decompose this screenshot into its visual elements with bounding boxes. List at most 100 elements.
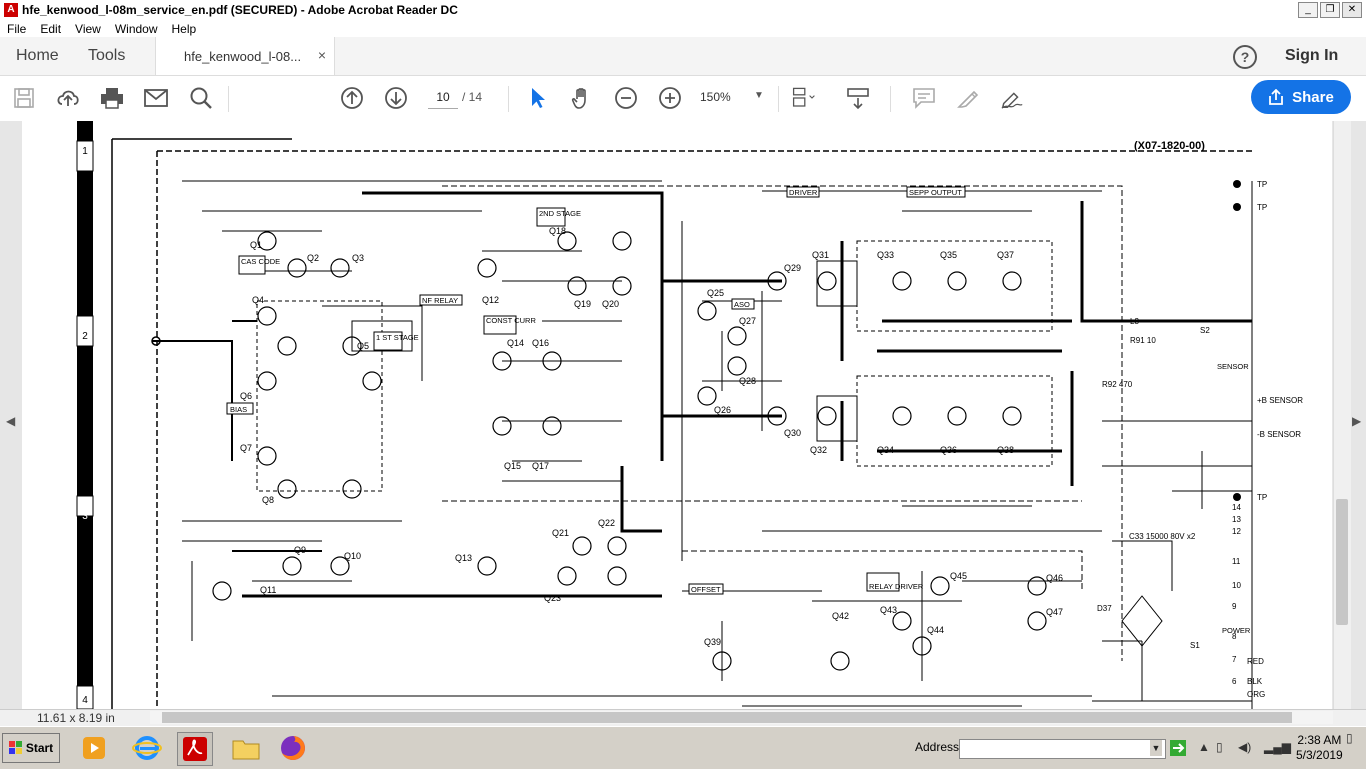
- prev-page-icon[interactable]: [340, 86, 364, 110]
- transistor-label: Q19: [574, 299, 591, 309]
- right-nav-arrow-icon[interactable]: ▶: [1352, 414, 1362, 428]
- find-icon[interactable]: [189, 86, 213, 110]
- minimize-button[interactable]: _: [1298, 2, 1318, 18]
- upload-icon[interactable]: [56, 86, 80, 110]
- zoom-dropdown-icon[interactable]: ▼: [754, 90, 764, 101]
- transistor-label: Q29: [784, 263, 801, 273]
- toolbar: 10 / 14 150% ▼: [0, 76, 1366, 122]
- volume-icon[interactable]: ◀): [1238, 740, 1252, 754]
- windows-logo-icon: [8, 741, 22, 754]
- terminal-label: 6: [1232, 677, 1237, 686]
- page-total: / 14: [462, 90, 483, 104]
- toolbar-divider: [778, 86, 779, 112]
- section-label: SEPP OUTPUT: [909, 188, 962, 197]
- highlight-icon[interactable]: [956, 86, 980, 110]
- email-icon[interactable]: [144, 86, 168, 110]
- toolbar-divider: [508, 86, 509, 112]
- firefox-icon[interactable]: [276, 732, 310, 764]
- toolbar-divider: [228, 86, 229, 112]
- next-page-icon[interactable]: [384, 86, 408, 110]
- terminal-label: TP: [1257, 180, 1267, 189]
- signal-icon[interactable]: ▂▄▆: [1264, 740, 1291, 754]
- vertical-scroll-thumb[interactable]: [1336, 499, 1348, 625]
- address-dropdown-icon[interactable]: ▼: [1150, 740, 1162, 756]
- page-fit-icon[interactable]: [792, 86, 816, 110]
- go-arrow-icon[interactable]: [1167, 732, 1189, 764]
- transistor-label: Q46: [1046, 573, 1063, 583]
- transistor-label: Q38: [997, 445, 1014, 455]
- media-player-icon[interactable]: [77, 732, 111, 764]
- menu-view[interactable]: View: [75, 21, 101, 36]
- tab-document[interactable]: hfe_kenwood_l-08... ×: [155, 37, 335, 75]
- transistor-label: Q43: [880, 605, 897, 615]
- tray-expand-icon[interactable]: ▲: [1198, 740, 1210, 754]
- zoom-in-icon[interactable]: [658, 86, 682, 110]
- menu-bar: File Edit View Window Help: [0, 20, 1366, 37]
- print-icon[interactable]: [100, 86, 124, 110]
- terminal-label: 13: [1232, 515, 1241, 524]
- comment-icon[interactable]: [912, 86, 936, 110]
- tab-bar: Home Tools hfe_kenwood_l-08... × ? Sign …: [0, 37, 1366, 76]
- file-explorer-icon[interactable]: [229, 732, 263, 764]
- transistor-label: Q44: [927, 625, 944, 635]
- transistor-label: Q27: [739, 316, 756, 326]
- show-desktop-icon[interactable]: ▯: [1346, 731, 1353, 745]
- page-number-input[interactable]: 10: [428, 86, 458, 109]
- transistor-label: Q25: [707, 288, 724, 298]
- ruler-mark: 3: [82, 511, 88, 522]
- close-window-button[interactable]: ✕: [1342, 2, 1362, 18]
- horizontal-scrollbar[interactable]: [150, 711, 1333, 724]
- transistor-label: Q8: [262, 495, 274, 505]
- pdf-page[interactable]: 1 2 3 4 (X07-1820-00): [22, 121, 1332, 709]
- schematic-label: +B SENSOR: [1257, 396, 1303, 405]
- terminal-label: RED: [1247, 657, 1264, 666]
- share-button[interactable]: Share: [1251, 80, 1351, 114]
- sign-icon[interactable]: [1000, 86, 1024, 110]
- internet-explorer-icon[interactable]: [130, 732, 164, 764]
- transistor-label: Q7: [240, 443, 252, 453]
- close-tab-icon[interactable]: ×: [317, 47, 326, 63]
- transistor-label: Q17: [532, 461, 549, 471]
- vertical-scrollbar[interactable]: [1333, 121, 1351, 709]
- tab-tools[interactable]: Tools: [88, 47, 126, 64]
- select-arrow-icon[interactable]: [526, 86, 550, 110]
- transistor-label: Q15: [504, 461, 521, 471]
- acrobat-app-icon: A: [4, 3, 18, 17]
- tab-home[interactable]: Home: [16, 47, 59, 64]
- schematic-label: -B SENSOR: [1257, 430, 1301, 439]
- menu-window[interactable]: Window: [114, 21, 158, 36]
- save-icon[interactable]: [12, 86, 36, 110]
- transistor-label: Q22: [598, 518, 615, 528]
- terminal-label: ORG: [1247, 690, 1265, 699]
- menu-edit[interactable]: Edit: [40, 21, 62, 36]
- clock-time: 2:38 AM: [1297, 733, 1342, 747]
- acrobat-taskbar-icon[interactable]: [177, 732, 213, 766]
- terminal-label: 12: [1232, 527, 1241, 536]
- schematic-label: R91 10: [1130, 336, 1156, 345]
- terminal-label: 10: [1232, 581, 1241, 590]
- maximize-button[interactable]: ❐: [1320, 2, 1340, 18]
- section-label: 1 ST STAGE: [376, 333, 419, 342]
- transistor-label: Q6: [240, 391, 252, 401]
- zoom-level[interactable]: 150%: [700, 90, 731, 104]
- menu-help[interactable]: Help: [171, 21, 197, 36]
- zoom-out-icon[interactable]: [614, 86, 638, 110]
- transistor-label: Q39: [704, 637, 721, 647]
- network-icon[interactable]: ▯: [1216, 740, 1223, 754]
- left-nav-arrow-icon[interactable]: ◀: [6, 414, 16, 428]
- menu-file[interactable]: File: [7, 21, 27, 36]
- clock[interactable]: 2:38 AM 5/3/2019: [1296, 733, 1343, 763]
- hand-icon[interactable]: [570, 86, 594, 110]
- address-input[interactable]: [959, 739, 1166, 759]
- transistor-label: Q5: [357, 341, 369, 351]
- horizontal-scroll-thumb[interactable]: [162, 712, 1292, 723]
- terminal-label: 14: [1232, 503, 1241, 512]
- section-label: POWER: [1222, 626, 1251, 635]
- transistor-label: Q18: [549, 226, 566, 236]
- transistor-label: Q37: [997, 250, 1014, 260]
- start-button[interactable]: Start: [2, 733, 60, 763]
- taskbar: Start Address ▼ ▲ ▯ ◀) ▂▄▆ 2:38 AM 5/3/2…: [0, 726, 1366, 769]
- scroll-mode-icon[interactable]: [846, 86, 870, 110]
- signin-button[interactable]: Sign In: [1285, 47, 1339, 64]
- help-icon[interactable]: ?: [1233, 45, 1257, 69]
